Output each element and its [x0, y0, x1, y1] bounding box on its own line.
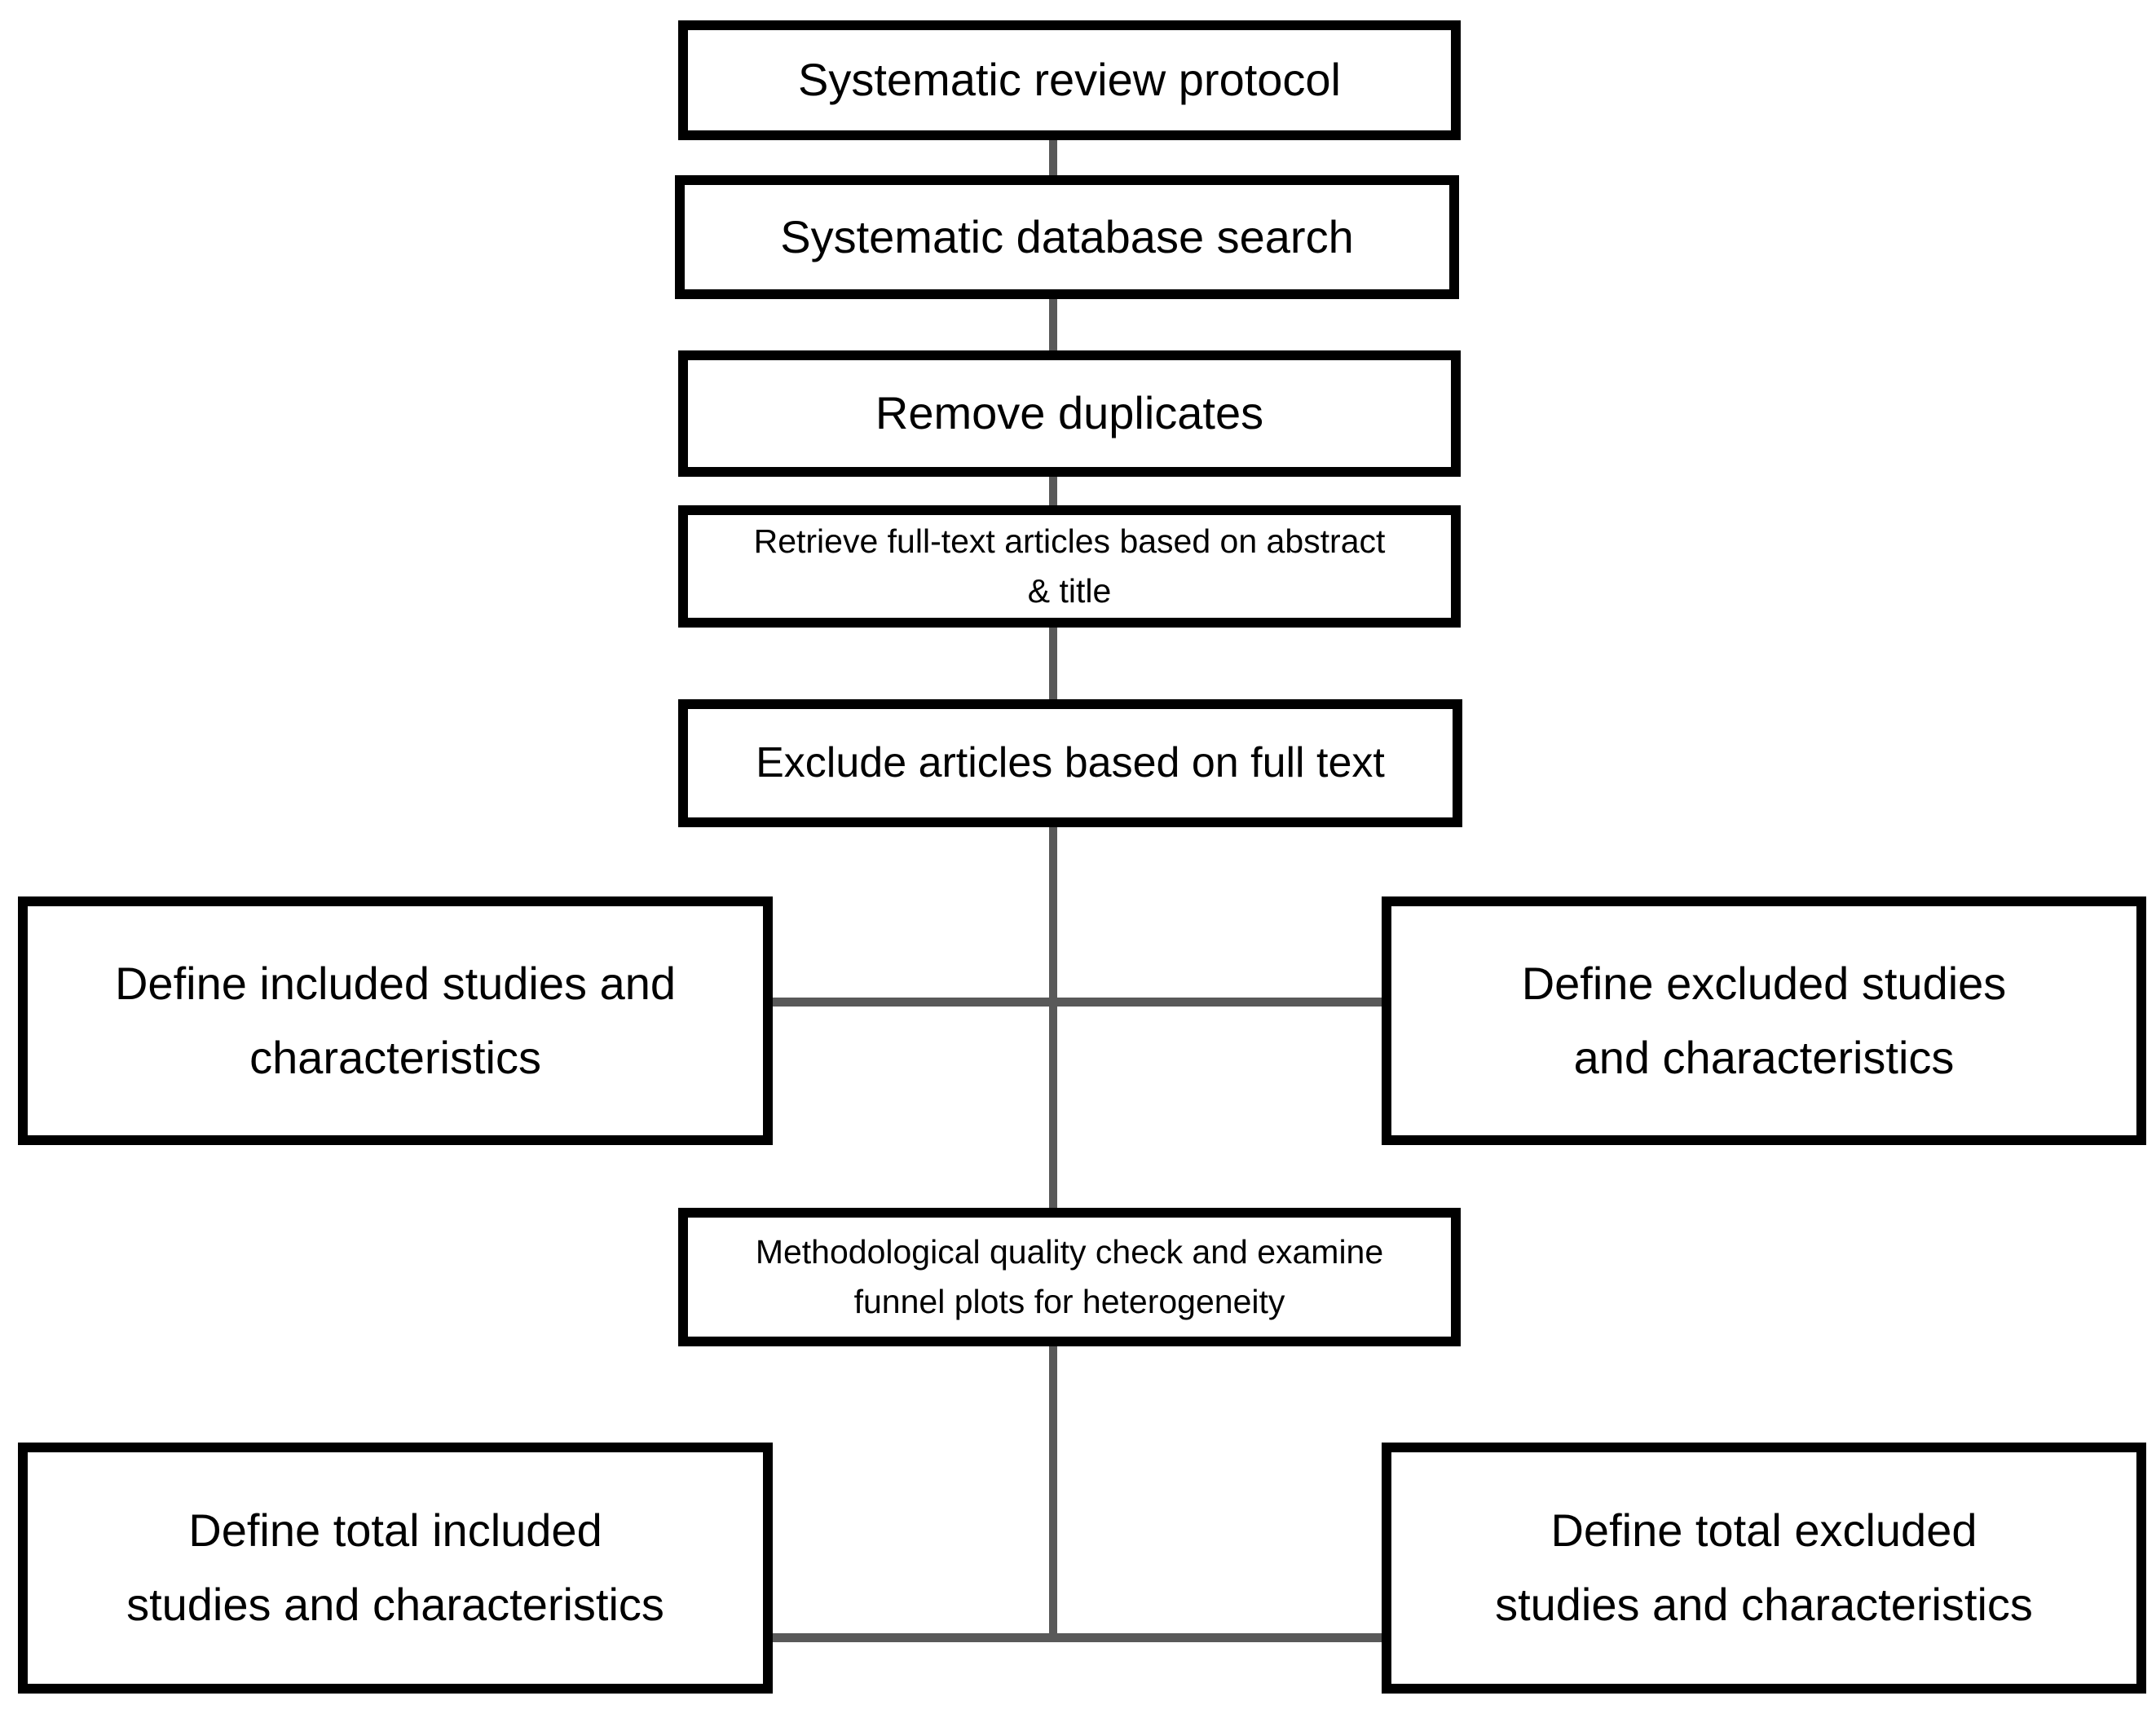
- connector-protocol-to-search: [1049, 140, 1057, 178]
- node-systematic-database-search: Systematic database search: [675, 175, 1459, 299]
- connector-included-excluded-branch: [773, 998, 1383, 1007]
- node-exclude-articles-full-text: Exclude articles based on full text: [678, 699, 1462, 827]
- node-define-excluded-studies-label: Define excluded studies and characterist…: [1521, 957, 2007, 1083]
- connector-quality-to-totals: [1049, 1346, 1057, 1642]
- connector-search-to-duplicates: [1049, 299, 1057, 353]
- node-methodological-quality-check-label: Methodological quality check and examine…: [755, 1232, 1384, 1321]
- node-remove-duplicates-label: Remove duplicates: [875, 387, 1264, 439]
- node-systematic-database-search-label: Systematic database search: [780, 210, 1354, 262]
- connector-retrieve-to-exclude: [1049, 628, 1057, 702]
- node-methodological-quality-check: Methodological quality check and examine…: [678, 1208, 1461, 1346]
- node-define-total-excluded-studies: Define total excluded studies and charac…: [1382, 1443, 2146, 1694]
- node-retrieve-full-text-articles: Retrieve full-text articles based on abs…: [678, 505, 1461, 628]
- node-define-excluded-studies: Define excluded studies and characterist…: [1382, 896, 2146, 1145]
- node-define-total-included-studies: Define total included studies and charac…: [18, 1443, 773, 1694]
- node-systematic-review-protocol-label: Systematic review protocol: [797, 54, 1341, 106]
- node-remove-duplicates: Remove duplicates: [678, 350, 1461, 477]
- connector-total-included-excluded-branch: [773, 1633, 1383, 1642]
- connector-duplicates-to-retrieve: [1049, 477, 1057, 508]
- node-define-included-studies-label: Define included studies and characterist…: [114, 957, 677, 1083]
- node-exclude-articles-full-text-label: Exclude articles based on full text: [756, 739, 1385, 787]
- node-systematic-review-protocol: Systematic review protocol: [678, 20, 1461, 140]
- node-retrieve-full-text-articles-label: Retrieve full-text articles based on abs…: [753, 522, 1386, 610]
- node-define-included-studies: Define included studies and characterist…: [18, 896, 773, 1145]
- connector-exclude-to-quality: [1049, 827, 1057, 1210]
- node-define-total-excluded-studies-label: Define total excluded studies and charac…: [1495, 1504, 2033, 1630]
- node-define-total-included-studies-label: Define total included studies and charac…: [126, 1504, 664, 1630]
